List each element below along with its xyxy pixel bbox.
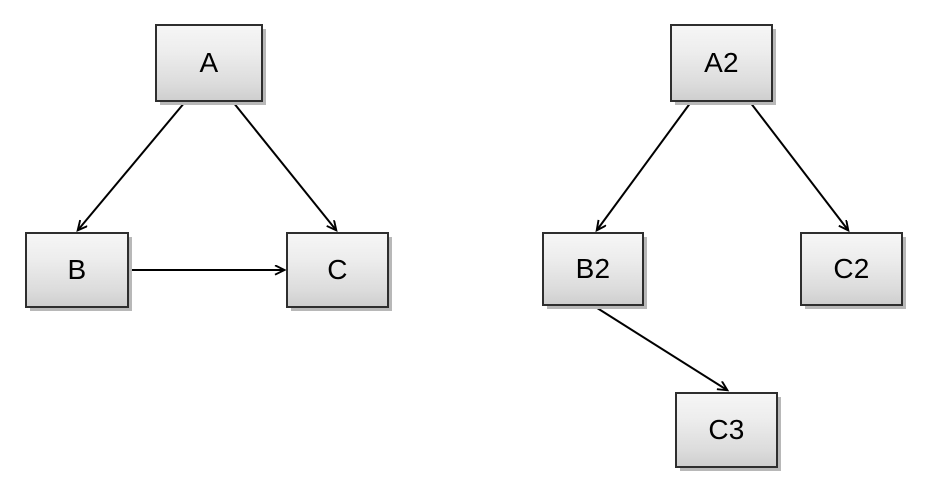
node-label-b: B [67,254,87,285]
edge-a2-to-b2 [597,101,692,230]
node-c[interactable]: C [286,232,389,308]
node-label-c3: C3 [708,414,745,445]
node-label-a: A [199,47,219,78]
node-a2[interactable]: A2 [670,24,773,102]
node-b2[interactable]: B2 [542,232,644,306]
node-b[interactable]: B [25,232,129,308]
node-label-b2: B2 [575,253,611,284]
node-label-c: C [327,254,348,285]
node-label-a2: A2 [704,47,739,78]
node-label-c2: C2 [833,253,870,284]
edge-b2-to-c3 [593,305,727,390]
edge-a-to-b [78,101,186,230]
node-c2[interactable]: C2 [800,232,903,306]
edges-group [78,101,848,390]
edge-a-to-c [232,101,336,230]
node-a[interactable]: A [155,24,263,102]
edge-a2-to-c2 [749,101,848,230]
node-c3[interactable]: C3 [675,392,778,468]
